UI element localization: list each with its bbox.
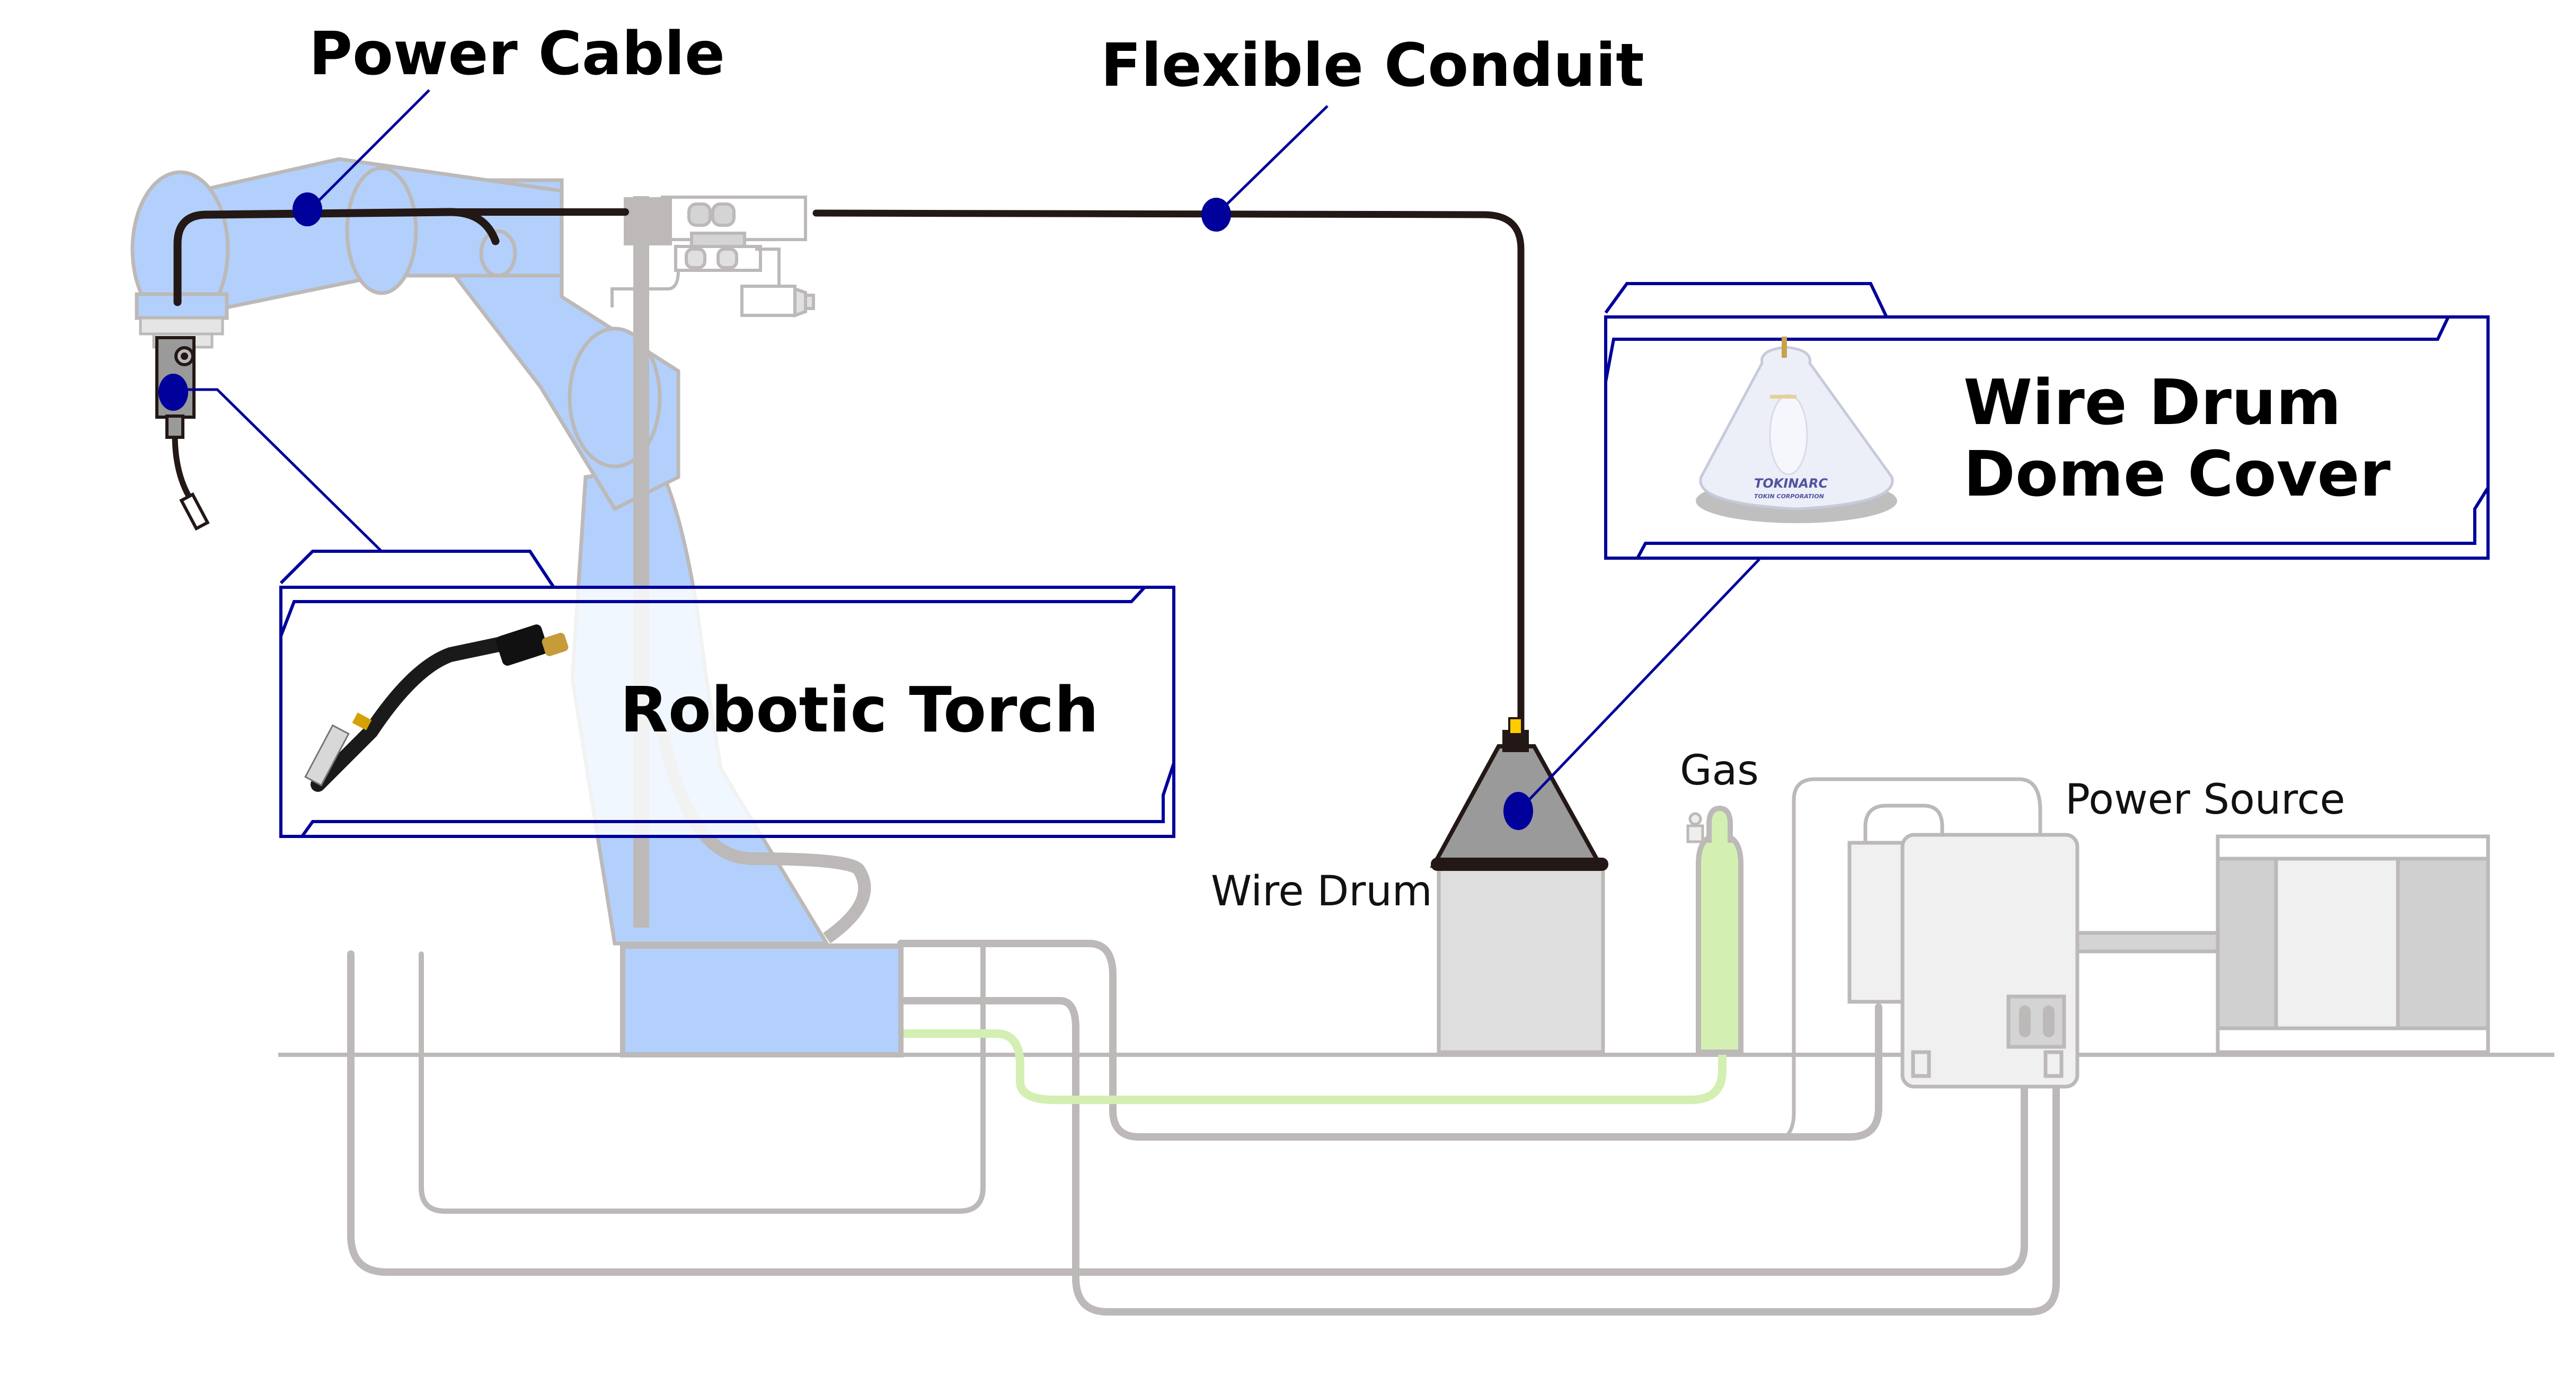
cable-routing (347, 777, 2060, 1316)
dome-cover-panel: TOKINARC TOKIN CORPORATION Wire Drum Dom… (1604, 282, 2490, 560)
gas-cylinder-body (1696, 832, 1743, 1055)
gas-cylinder (1686, 805, 1743, 1055)
gas-hose (897, 1029, 1727, 1104)
wire-drum-dome-rim (1431, 858, 1608, 871)
cabinet-center-panel (2274, 857, 2400, 1030)
feeder-lower-roll-left (685, 248, 706, 269)
cabinet (2216, 834, 2490, 1054)
power-source-terminal-left (2019, 1005, 2031, 1037)
torch-brass-tip (542, 632, 569, 656)
dome-top-fitting (1782, 337, 1787, 358)
power-source-side-unit (1847, 841, 1910, 1004)
torch-nozzle-tip (304, 724, 350, 787)
gas-label: Gas (1680, 747, 1759, 795)
control-cable-lower (897, 997, 2060, 1316)
feeder-bracket (610, 248, 781, 307)
power-cable (173, 208, 500, 306)
power-source-foot-left (1911, 1050, 1931, 1078)
power-source-terminal-right (2043, 1005, 2055, 1037)
dome-panel-inner-frame (1604, 316, 2490, 559)
feeder-return-cable (1784, 777, 2042, 1139)
feeder-roll-left (687, 202, 712, 227)
robot-elbow-joint (345, 166, 418, 295)
dome-cover-image: TOKINARC TOKIN CORPORATION (1696, 337, 1897, 523)
robotic-torch-panel: Robotic Torch (279, 550, 1175, 838)
torch-gold-band (352, 712, 372, 730)
callout-line-power-cable (309, 89, 430, 210)
feeder-motor-shaft (804, 294, 815, 310)
callout-dot-flexible-conduit (1201, 198, 1231, 232)
callout-line-dome-cover (1520, 558, 1760, 809)
feeder-clamp (624, 197, 672, 245)
callout-dot-dome-cover (1503, 792, 1533, 830)
feeder-motor-cap (793, 286, 807, 318)
callout-dot-power-cable (293, 192, 322, 226)
wire-feeder (610, 196, 815, 318)
dome-brand: TOKINARC (1754, 476, 1828, 491)
dome-connector-fitting (1508, 717, 1523, 735)
gas-cylinder-neck (1706, 805, 1733, 843)
torch-connector (165, 414, 184, 439)
callout-line-flexible-conduit (1218, 105, 1329, 213)
torch-neck (311, 637, 508, 792)
torch-panel-tab (279, 550, 555, 588)
flexible-conduit-label: Flexible Conduit (1101, 31, 1644, 100)
torch-body (495, 624, 548, 666)
flexible-conduit (812, 209, 1525, 738)
power-source-label: Power Source (2065, 776, 2345, 824)
wire-drum-label: Wire Drum (1211, 868, 1432, 915)
callout-dot-robotic-torch (158, 374, 188, 411)
torch-cable (172, 431, 197, 507)
torch-panel-inner-frame (279, 586, 1175, 837)
torch-nozzle (179, 492, 210, 531)
gas-regulator (1686, 824, 1704, 843)
ground-cable-outer (347, 950, 2028, 1276)
cabinet-left-panel (2216, 857, 2278, 1030)
dome-maker: TOKIN CORPORATION (1754, 493, 1824, 500)
robot-base (620, 943, 904, 1057)
power-cable-label: Power Cable (309, 20, 725, 89)
dome-window (1769, 394, 1808, 475)
robotic-torch-title: Robotic Torch (620, 673, 1099, 746)
dome-cover-title-line2: Dome Cover (1963, 437, 2391, 510)
feeder-motor (740, 285, 796, 317)
robot-flange (135, 292, 229, 320)
power-source (1847, 804, 2220, 1089)
ground-cable-inner (419, 941, 986, 1214)
robot-elbow-cap (479, 229, 517, 278)
robot-torch-mount (155, 336, 210, 531)
torch-holder-bolt-center (181, 352, 188, 360)
torch-image (304, 624, 569, 792)
feeder-roll-right (711, 202, 736, 227)
power-source-body (1900, 833, 2079, 1089)
callout-line-robotic-torch (175, 388, 383, 552)
dome-cover-title-line1: Wire Drum (1963, 366, 2341, 439)
power-source-foot-right (2043, 1050, 2064, 1078)
power-source-handle (1863, 804, 1944, 844)
control-cable-upper (897, 940, 1882, 1141)
wire-drum (1430, 717, 1608, 1054)
dome-panel-tab (1604, 282, 1888, 318)
power-source-terminals (2006, 994, 2066, 1049)
dome-band (1770, 395, 1796, 399)
power-source-link-bar (2075, 931, 2220, 954)
torch-panel-background (279, 586, 1175, 838)
wire-drum-body (1437, 867, 1605, 1054)
callout-dots (158, 192, 1533, 830)
callout-lines (175, 89, 1760, 809)
robot-arm (130, 157, 904, 1057)
gas-regulator-gauge (1688, 812, 1702, 826)
robot-flange-plate (139, 316, 224, 336)
feeder-lower-roll-right (716, 248, 738, 269)
cabinet-right-panel (2396, 857, 2490, 1030)
